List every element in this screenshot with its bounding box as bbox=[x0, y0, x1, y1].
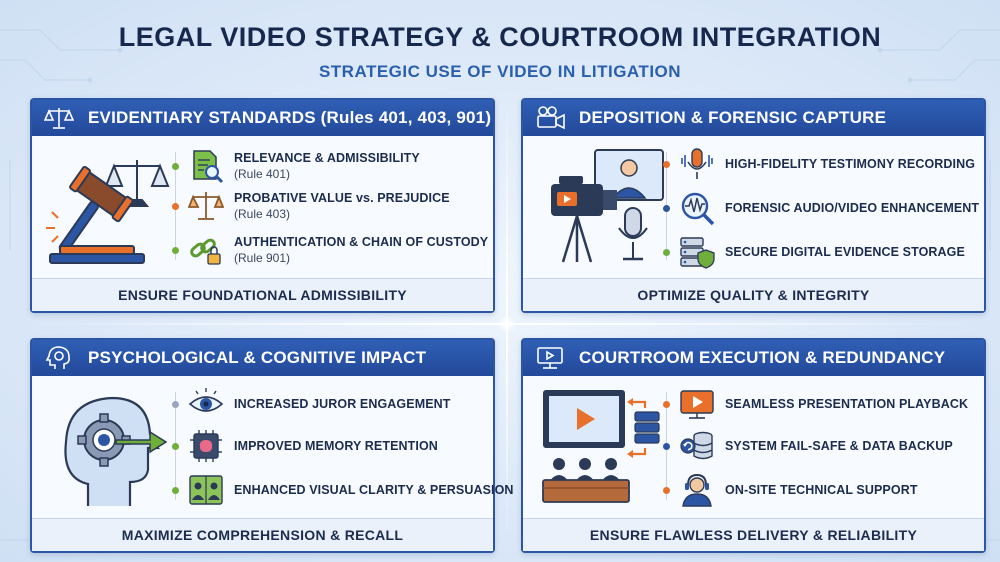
document-magnifier-icon bbox=[193, 150, 224, 184]
item-label: SYSTEM FAIL-SAFE & DATA BACKUP bbox=[725, 439, 953, 453]
panel-footer: OPTIMIZE QUALITY & INTEGRITY bbox=[523, 278, 984, 311]
page-subtitle: STRATEGIC USE OF VIDEO IN LITIGATION bbox=[318, 62, 682, 81]
list-item: PROBATIVE VALUE vs. PREJUDICE (Rule 403) bbox=[172, 186, 492, 226]
support-agent-icon bbox=[682, 473, 712, 507]
backup-database-icon bbox=[680, 431, 713, 460]
panel-courtroom-execution: COURTROOM EXECUTION & REDUNDANCY bbox=[521, 338, 986, 553]
panel-evidentiary-standards: EVIDENTIARY STANDARDS (Rules 401, 403, 9… bbox=[30, 98, 495, 313]
panel-psychological-impact: PSYCHOLOGICAL & COGNITIVE IMPACT bbox=[30, 338, 513, 553]
panel-header: PSYCHOLOGICAL & COGNITIVE IMPACT bbox=[32, 340, 493, 376]
panel-title: EVIDENTIARY STANDARDS (Rules 401, 403, 9… bbox=[88, 108, 492, 127]
head-target-arrow-icon bbox=[64, 396, 168, 506]
chain-lock-icon bbox=[190, 238, 221, 265]
item-label: PROBATIVE VALUE vs. PREJUDICE bbox=[234, 191, 450, 205]
presentation-screen-icon bbox=[535, 344, 571, 372]
eye-icon bbox=[188, 388, 224, 412]
item-label: FORENSIC AUDIO/VIDEO ENHANCEMENT bbox=[725, 201, 980, 215]
panel-title: COURTROOM EXECUTION & REDUNDANCY bbox=[579, 348, 946, 367]
panel-footer: MAXIMIZE COMPREHENSION & RECALL bbox=[32, 518, 493, 551]
item-label: SEAMLESS PRESENTATION PLAYBACK bbox=[725, 397, 969, 411]
list-item: INCREASED JUROR ENGAGEMENT bbox=[172, 384, 492, 424]
center-glow bbox=[498, 315, 516, 333]
item-label: SECURE DIGITAL EVIDENCE STORAGE bbox=[725, 245, 965, 259]
item-note: (Rule 901) bbox=[234, 251, 291, 265]
panel-title: PSYCHOLOGICAL & COGNITIVE IMPACT bbox=[88, 348, 427, 367]
list-item: SYSTEM FAIL-SAFE & DATA BACKUP bbox=[663, 426, 983, 466]
waveform-magnifier-icon bbox=[681, 192, 715, 226]
brain-chip-icon bbox=[190, 430, 222, 462]
list-item: SEAMLESS PRESENTATION PLAYBACK bbox=[663, 384, 983, 424]
play-screen-icon bbox=[680, 390, 714, 419]
panel-header: COURTROOM EXECUTION & REDUNDANCY bbox=[523, 340, 984, 376]
list-item: HIGH-FIDELITY TESTIMONY RECORDING bbox=[663, 144, 983, 184]
item-label: AUTHENTICATION & CHAIN OF CUSTODY bbox=[234, 235, 489, 249]
panel-header: EVIDENTIARY STANDARDS (Rules 401, 403, 9… bbox=[32, 100, 493, 136]
panel-header: DEPOSITION & FORENSIC CAPTURE bbox=[523, 100, 984, 136]
video-camera-icon bbox=[535, 104, 571, 132]
head-gear-icon bbox=[44, 344, 80, 372]
courtroom-screen-jury-icon bbox=[542, 390, 660, 503]
item-label: ON-SITE TECHNICAL SUPPORT bbox=[725, 483, 918, 497]
item-note: (Rule 403) bbox=[234, 207, 291, 221]
item-label: RELEVANCE & ADMISSIBILITY bbox=[234, 151, 420, 165]
list-item: ON-SITE TECHNICAL SUPPORT bbox=[663, 470, 983, 510]
item-label: INCREASED JUROR ENGAGEMENT bbox=[234, 397, 451, 411]
list-item: SECURE DIGITAL EVIDENCE STORAGE bbox=[663, 232, 983, 272]
list-item: FORENSIC AUDIO/VIDEO ENHANCEMENT bbox=[663, 188, 983, 228]
item-note: (Rule 401) bbox=[234, 167, 291, 181]
panel-footer: ENSURE FLAWLESS DELIVERY & RELIABILITY bbox=[523, 518, 984, 551]
item-label: ENHANCED VISUAL CLARITY & PERSUASION bbox=[234, 483, 514, 497]
panel-footer: ENSURE FOUNDATIONAL ADMISSIBILITY bbox=[32, 278, 493, 311]
item-label: HIGH-FIDELITY TESTIMONY RECORDING bbox=[725, 157, 976, 171]
panel-title: DEPOSITION & FORENSIC CAPTURE bbox=[579, 108, 887, 127]
camera-monitor-microphone-icon bbox=[551, 149, 664, 263]
list-item: RELEVANCE & ADMISSIBILITY (Rule 401) bbox=[172, 146, 492, 186]
list-item: ENHANCED VISUAL CLARITY & PERSUASION bbox=[172, 470, 513, 510]
scales-icon bbox=[44, 104, 80, 132]
balance-scale-icon bbox=[188, 192, 224, 220]
page-title: LEGAL VIDEO STRATEGY & COURTROOM INTEGRA… bbox=[118, 22, 882, 52]
gavel-and-scales-icon bbox=[46, 160, 170, 264]
panel-deposition-forensic: DEPOSITION & FORENSIC CAPTURE bbox=[521, 98, 986, 313]
item-label: IMPROVED MEMORY RETENTION bbox=[234, 439, 438, 453]
people-compare-icon bbox=[189, 475, 223, 505]
list-item: AUTHENTICATION & CHAIN OF CUSTODY (Rule … bbox=[172, 230, 492, 270]
server-shield-icon bbox=[680, 237, 715, 269]
microphone-waveform-icon bbox=[681, 148, 713, 179]
list-item: IMPROVED MEMORY RETENTION bbox=[172, 426, 492, 466]
